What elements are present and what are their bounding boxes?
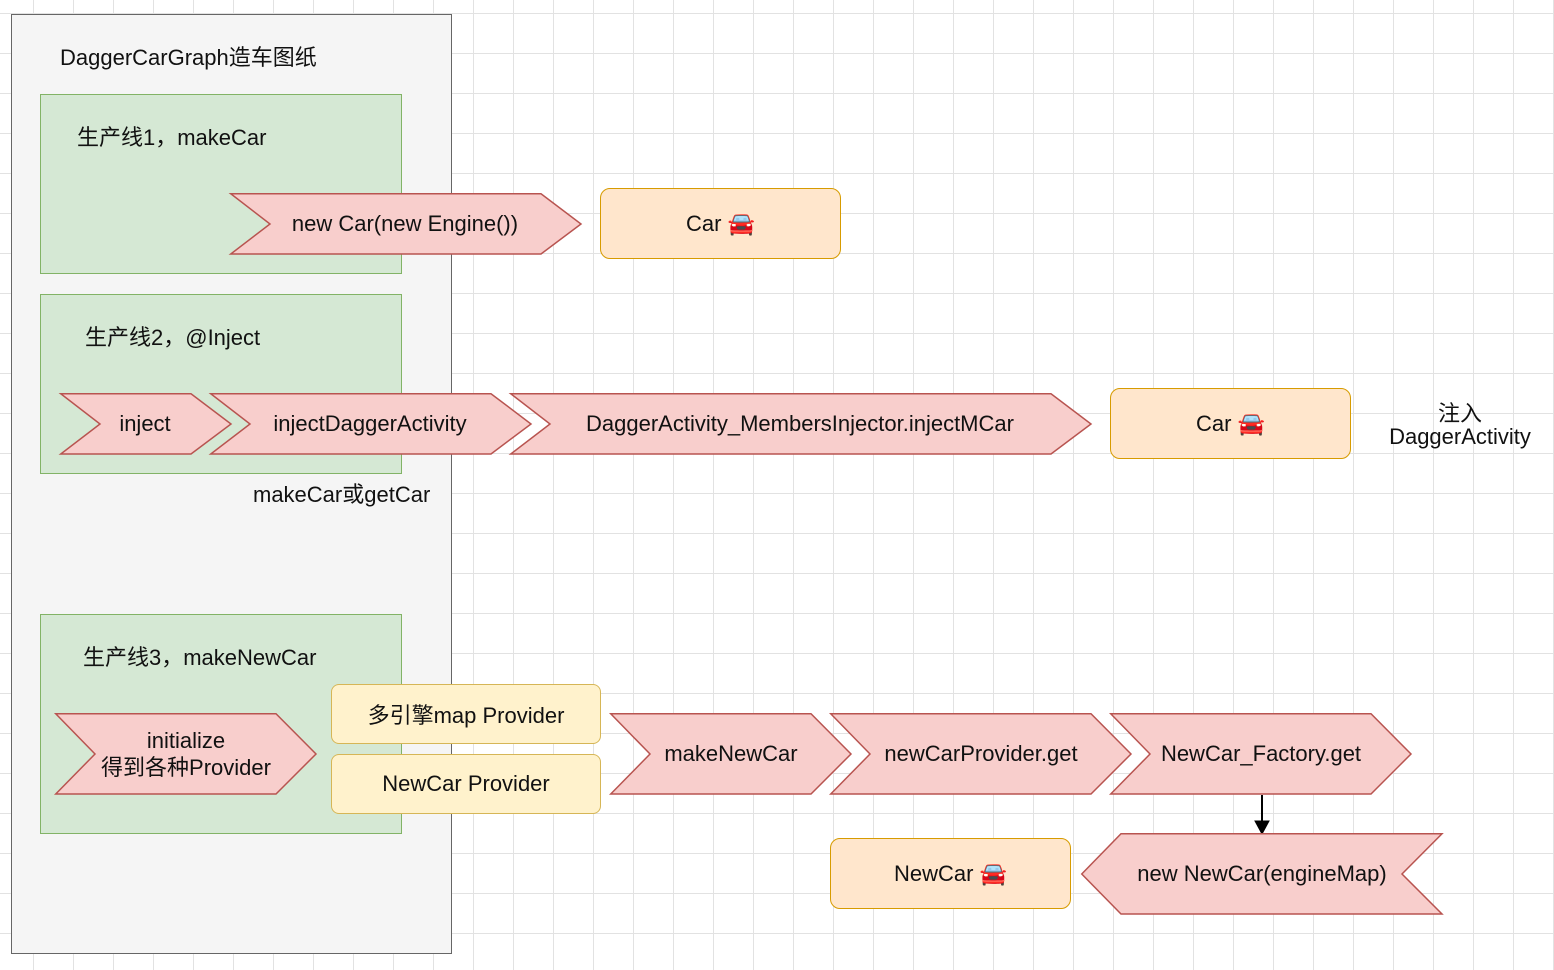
step-new-car-provider-get-label: newCarProvider.get [884,741,1078,767]
step-new-car-factory-get-label: NewCar_Factory.get [1160,741,1362,767]
step-new-new-car-label: new NewCar(engineMap) [1137,861,1387,887]
step-inject-dagger-activity-arrow [208,393,533,455]
new-car-result: NewCar 🚘 [830,838,1071,909]
production-line-2-label: 生产线2，@Inject [85,325,261,350]
engine-map-provider: 多引擎map Provider [331,684,601,744]
down-connector-arrow [1254,795,1270,836]
step-initialize-line1: initialize [146,727,226,753]
step-initialize-line2: 得到各种Provider [101,755,271,780]
step-initialize-arrow [53,713,318,795]
new-car-provider: NewCar Provider [331,754,601,814]
step-new-car-label: new Car(new Engine()) [291,211,519,237]
step-make-new-car-label: makeNewCar [664,741,798,767]
inject-target-line2: DaggerActivity [1389,424,1531,449]
step-new-car-provider-get-arrow [828,713,1133,795]
step-new-car-arrow [228,193,583,255]
production-line-1-label: 生产线1，makeCar [77,125,267,150]
make-or-get-car-note: makeCar或getCar [253,482,431,507]
step-members-injector-arrow [508,393,1093,455]
step-new-new-car-arrow [1080,833,1444,915]
step-members-injector-label: DaggerActivity_MembersInjector.injectMCa… [586,411,1014,437]
inject-target-line1: 注入 [1437,401,1482,426]
step-inject-dagger-activity-label: injectDaggerActivity [273,411,467,437]
step-initialize-label: initialize 得到各种Provider [70,713,302,795]
car-result-2: Car 🚘 [1110,388,1351,459]
graph-title: DaggerCarGraph造车图纸 [60,45,317,70]
step-make-new-car-arrow [608,713,853,795]
step-inject-label: inject [119,411,171,437]
step-inject-arrow [58,393,233,455]
production-line-3-label: 生产线3，makeNewCar [83,645,317,670]
car-result-1: Car 🚘 [600,188,841,259]
step-new-car-factory-get-arrow [1108,713,1413,795]
